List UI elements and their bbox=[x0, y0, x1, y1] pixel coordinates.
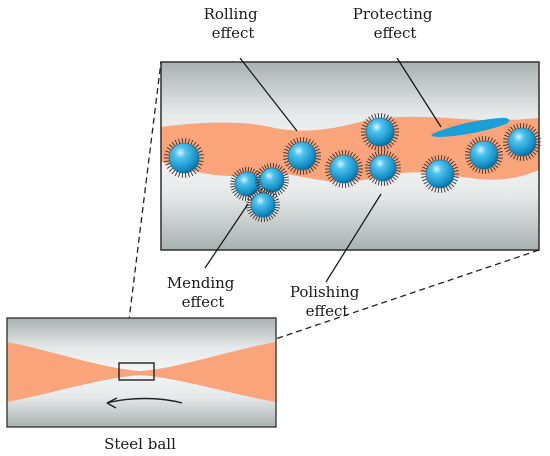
steel-ball-label: Steel ball bbox=[104, 435, 176, 453]
zoom-region-marker bbox=[118, 362, 155, 381]
nanoparticle bbox=[325, 150, 363, 188]
nanoparticle bbox=[361, 113, 399, 151]
contact-frame bbox=[6, 317, 277, 428]
mending-effect-label: Mending effect bbox=[167, 274, 239, 311]
protecting-leader bbox=[396, 57, 442, 128]
protecting-effect-label: Protecting effect bbox=[353, 5, 437, 42]
polishing-effect-label: Polishing effect bbox=[290, 283, 364, 320]
protective-film bbox=[431, 117, 510, 137]
contact-panel bbox=[6, 317, 277, 428]
nanoparticle bbox=[465, 136, 503, 174]
zoom-line-bottom bbox=[153, 249, 540, 381]
contact-lubricant bbox=[7, 342, 276, 402]
nanoparticle bbox=[246, 188, 280, 222]
rolling-effect-label: Rolling effect bbox=[204, 5, 263, 42]
polishing-leader bbox=[325, 193, 382, 283]
nanoparticle bbox=[283, 137, 321, 175]
rolling-leader bbox=[239, 57, 298, 132]
mending-leader bbox=[204, 203, 249, 269]
nanoparticle bbox=[365, 150, 401, 186]
nanoparticle bbox=[503, 123, 541, 161]
zoom-panel bbox=[160, 61, 541, 251]
zoom-frame bbox=[160, 61, 540, 251]
nanoparticle bbox=[421, 155, 459, 193]
nanoparticle bbox=[164, 138, 204, 178]
nanoparticle-layer bbox=[164, 113, 541, 222]
rotation-arrow-icon bbox=[106, 397, 183, 409]
zoom-line-top bbox=[124, 61, 162, 353]
